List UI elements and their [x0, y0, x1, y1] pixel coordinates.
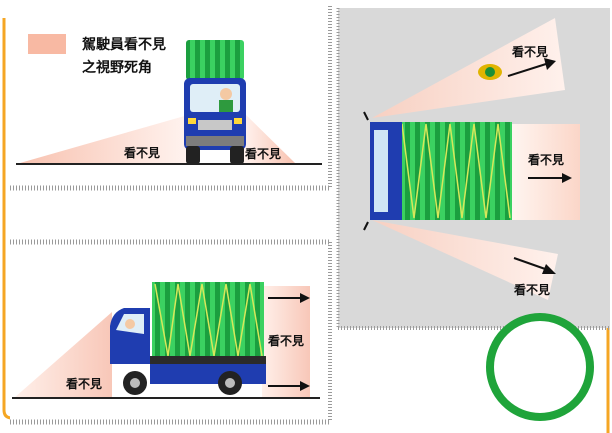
arrow-head	[562, 173, 572, 183]
top-blind-zone-upper	[372, 18, 565, 118]
truck-side	[110, 282, 266, 395]
top-blind-zone-lower	[372, 220, 558, 300]
side-arrow-top	[268, 293, 310, 303]
side-blind-zone-front	[14, 312, 112, 398]
arrow-head	[300, 381, 310, 391]
front-blind-label-left: 看不見	[124, 145, 160, 160]
top-cargo-rope	[401, 123, 511, 219]
arrow-head	[300, 293, 310, 303]
legend-swatch	[28, 34, 66, 54]
headlight-right	[234, 118, 242, 124]
mirror-right	[363, 221, 369, 231]
driver-head	[220, 88, 232, 100]
green-circle-marker	[486, 313, 594, 421]
side-arrow-bottom	[268, 381, 310, 391]
mirror-left	[363, 111, 369, 121]
truck-front-cargo	[186, 40, 244, 80]
truck-front-bumper	[186, 136, 244, 146]
top-arrow-middle	[528, 173, 572, 183]
front-wheel-right	[230, 146, 244, 164]
truck-side-body	[150, 364, 266, 384]
truck-chassis	[146, 356, 266, 364]
front-wheel-left	[186, 146, 200, 164]
side-view-panel: 看不見 看不見	[10, 239, 332, 425]
cargo-rope	[154, 283, 263, 357]
top-blind-label-rear: 看不見	[528, 152, 564, 167]
top-view-panel: 看不見 看不見 看不見	[336, 8, 610, 330]
side-wheel-front-hub	[130, 378, 140, 388]
driver-body	[219, 100, 233, 112]
top-arrow-lower	[513, 257, 556, 274]
front-blind-label-right: 看不見	[245, 146, 281, 161]
truck-top-windshield	[374, 130, 388, 212]
truck-front-grille	[198, 120, 232, 130]
top-blind-zone-rear	[512, 124, 580, 220]
side-blind-zone-rear	[262, 286, 310, 398]
arrow-head	[544, 58, 556, 70]
arrow-shaft	[513, 257, 549, 271]
legend-line-1: 駕駛員看不見	[81, 36, 166, 53]
side-blind-label-rear: 看不見	[268, 333, 304, 348]
truck-front	[184, 40, 246, 164]
top-blind-label-upper: 看不見	[512, 44, 548, 59]
side-driver-head	[125, 319, 135, 329]
front-blind-zone-left	[20, 115, 188, 163]
top-blind-label-lower: 看不見	[514, 282, 550, 297]
arrow-head	[542, 264, 556, 274]
headlight-left	[188, 118, 196, 124]
front-blind-zone-right	[243, 112, 295, 163]
motorcycle-rider	[485, 67, 495, 77]
arrow-shaft	[507, 63, 547, 77]
top-arrow-upper	[507, 58, 556, 77]
truck-top	[363, 111, 512, 231]
side-blind-label-front: 看不見	[66, 376, 102, 391]
motorcycle	[478, 64, 502, 80]
legend-line-2: 之視野死角	[82, 59, 152, 76]
side-wheel-rear-hub	[225, 378, 235, 388]
front-view-panel: 駕駛員看不見 之視野死角 看不見 看不見	[10, 6, 332, 191]
